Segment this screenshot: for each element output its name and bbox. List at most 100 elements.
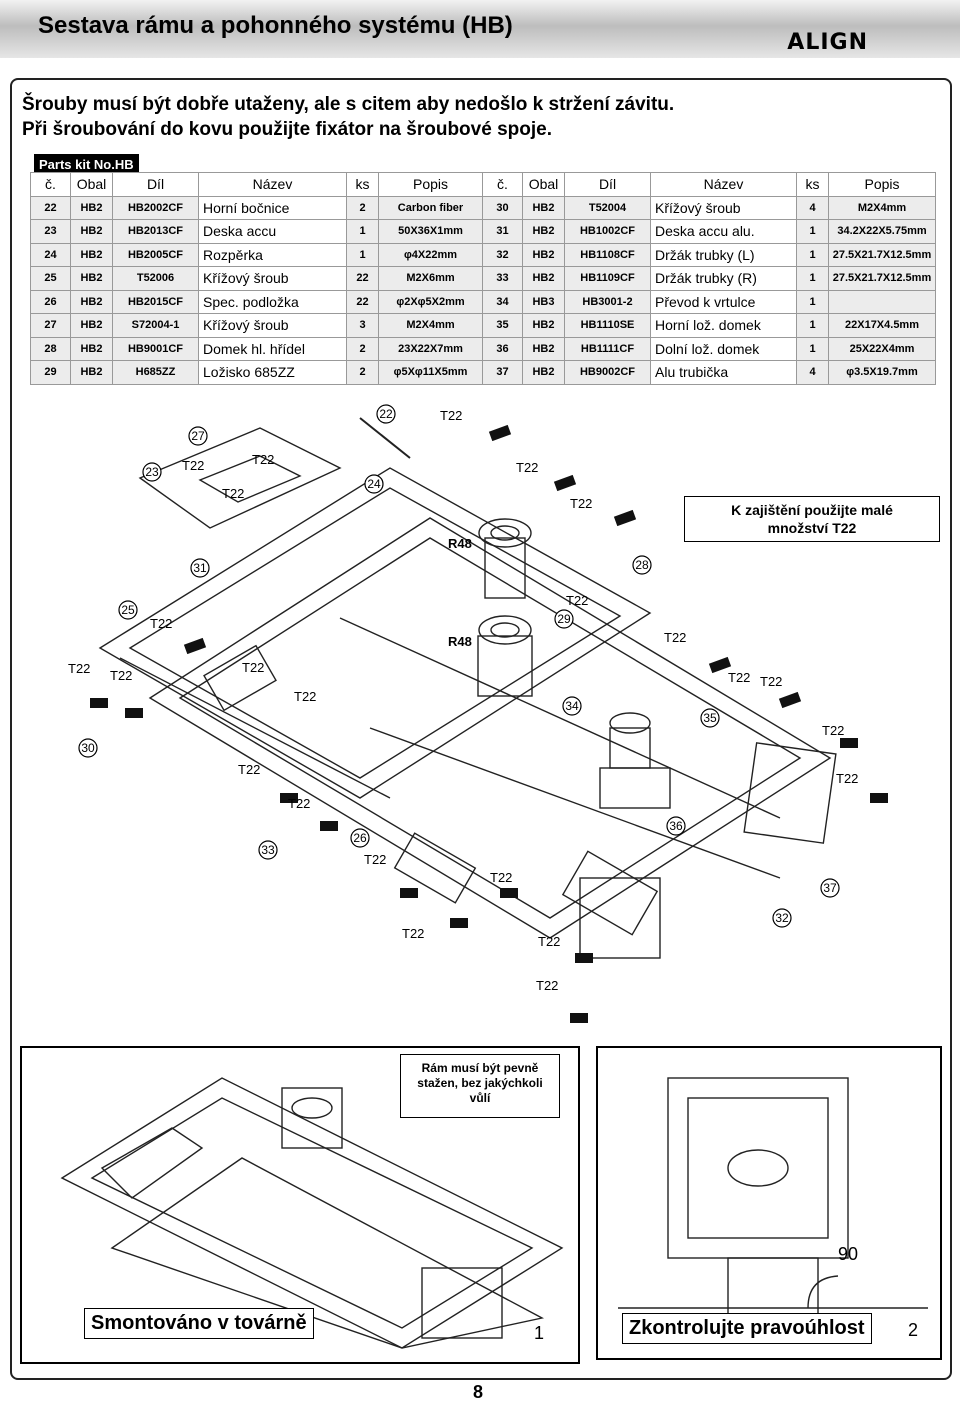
check-squareness-panel: 90 Zkontrolujte pravoúhlost 2: [596, 1046, 942, 1360]
table-cell: S72004-1: [112, 313, 199, 338]
table-cell: Domek hl. hřídel: [198, 336, 347, 361]
threadlock-callout: K zajištění použijte malé množství T22: [684, 496, 940, 542]
table-cell: HB1109CF: [564, 266, 651, 291]
callout-line-2: množství T22: [767, 520, 857, 536]
angle-90-label: 90: [838, 1244, 858, 1264]
table-cell: 32: [482, 242, 523, 267]
panel-number-1: 1: [534, 1323, 545, 1343]
part-marker-circle: [554, 609, 574, 629]
table-cell: HB2: [522, 266, 565, 291]
note-line-2: Při šroubování do kovu použijte fixátor …: [22, 119, 552, 140]
table-cell: HB2: [70, 289, 113, 314]
t22-label: T22: [222, 486, 244, 501]
column-header: č.: [30, 172, 71, 197]
part-marker-number: 27: [191, 429, 205, 443]
parts-kit-label: Parts kit No.HB: [34, 154, 139, 175]
column-header: Obal: [70, 172, 113, 197]
table-cell: HB9001CF: [112, 336, 199, 361]
check-squareness-caption: Zkontrolujte pravoúhlost: [622, 1313, 872, 1344]
table-cell: 36: [482, 336, 523, 361]
note2-line-1: Rám musí být pevně: [421, 1061, 539, 1075]
part-marker-circle: [666, 816, 686, 836]
table-cell: 4: [796, 360, 829, 385]
t22-label: T22: [536, 978, 558, 993]
column-header: Díl: [564, 172, 651, 197]
column-header: Název: [650, 172, 797, 197]
table-cell: 35: [482, 313, 523, 338]
table-cell: Křížový šroub: [650, 195, 797, 220]
part-marker-number: 25: [121, 603, 135, 617]
column-header: Název: [198, 172, 347, 197]
part-marker-number: 32: [775, 911, 789, 925]
frame-tight-note: Rám musí být pevně stažen, bez jakýchkol…: [400, 1054, 560, 1118]
part-marker-circle: [118, 600, 138, 620]
table-cell: 28: [30, 336, 71, 361]
table-cell: 27: [30, 313, 71, 338]
table-cell: Horní lož. domek: [650, 313, 797, 338]
part-marker-circle: [142, 462, 162, 482]
t22-label: T22: [68, 661, 90, 676]
table-cell: 24: [30, 242, 71, 267]
t22-label: T22: [294, 689, 316, 704]
t22-label: T22: [440, 408, 462, 423]
table-cell: Křížový šroub: [198, 266, 347, 291]
part-marker-circle: [700, 708, 720, 728]
t22-label: T22: [836, 771, 858, 786]
table-cell: HB2: [522, 195, 565, 220]
table-cell: HB2: [522, 242, 565, 267]
table-cell: HB2002CF: [112, 195, 199, 220]
t22-label: T22: [182, 458, 204, 473]
part-marker-number: 22: [379, 407, 393, 421]
table-cell: Křížový šroub: [198, 313, 347, 338]
table-cell: T52004: [564, 195, 651, 220]
t22-label: T22: [664, 630, 686, 645]
table-cell: 3: [346, 313, 379, 338]
column-header: Popis: [378, 172, 483, 197]
table-cell: HB2: [522, 219, 565, 244]
part-marker-number: 31: [193, 561, 207, 575]
table-cell: 27.5X21.7X12.5mm: [828, 242, 936, 267]
part-marker-number: 28: [635, 558, 649, 572]
table-cell: [828, 289, 936, 314]
table-cell: 1: [346, 219, 379, 244]
part-marker-circle: [350, 828, 370, 848]
column-header: ks: [796, 172, 829, 197]
table-cell: HB2: [70, 313, 113, 338]
table-cell: Deska accu alu.: [650, 219, 797, 244]
part-marker-number: 37: [823, 881, 837, 895]
table-cell: T52006: [112, 266, 199, 291]
table-cell: 34: [482, 289, 523, 314]
table-cell: HB3: [522, 289, 565, 314]
table-cell: Držák trubky (L): [650, 242, 797, 267]
assembly-note: Šrouby musí být dobře utaženy, ale s cit…: [22, 92, 674, 142]
factory-assembled-caption: Smontováno v továrně: [84, 1308, 314, 1339]
part-marker-circle: [258, 840, 278, 860]
table-cell: 2: [346, 336, 379, 361]
table-cell: Rozpěrka: [198, 242, 347, 267]
table-cell: HB2: [522, 313, 565, 338]
table-cell: 1: [796, 336, 829, 361]
part-marker-circle: [376, 404, 396, 424]
battery-plate: [138, 427, 342, 529]
right-side-frame: [148, 517, 832, 939]
note2-line-3: vůlí: [469, 1091, 491, 1105]
column-header: ks: [346, 172, 379, 197]
part-marker-circle: [632, 555, 652, 575]
t22-label: T22: [110, 668, 132, 683]
table-cell: Deska accu: [198, 219, 347, 244]
t22-label: T22: [570, 496, 592, 511]
table-cell: 26: [30, 289, 71, 314]
table-cell: M2X4mm: [828, 195, 936, 220]
note-line-1: Šrouby musí být dobře utaženy, ale s cit…: [22, 94, 675, 115]
left-side-frame: [98, 467, 652, 799]
table-cell: 27.5X21.7X12.5mm: [828, 266, 936, 291]
squareness-illustration: 90: [618, 1077, 928, 1329]
